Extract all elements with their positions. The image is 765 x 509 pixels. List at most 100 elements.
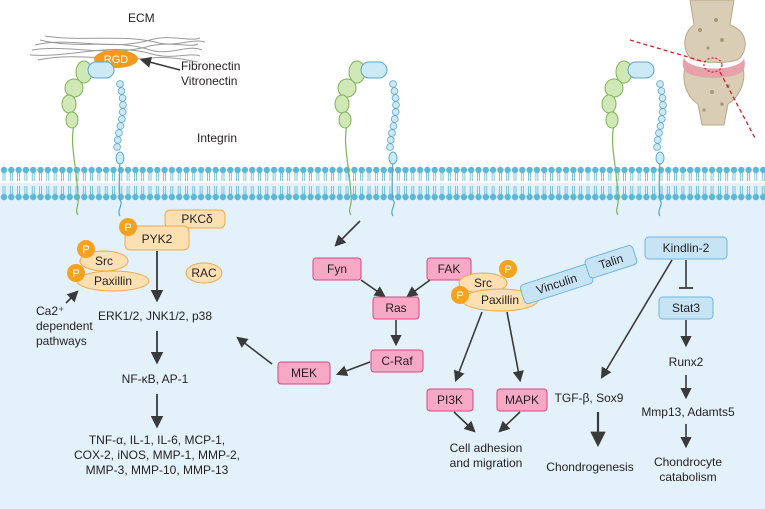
phospholipid (365, 166, 373, 181)
phospholipid (139, 186, 146, 201)
phospho-paxillin-middle (451, 286, 469, 304)
phospholipid (161, 166, 168, 181)
phospholipid (504, 166, 511, 181)
phospholipid (694, 166, 701, 181)
adhesion-label-1: Cell adhesion (450, 441, 523, 455)
phospholipid (519, 186, 526, 201)
phospholipid (227, 166, 234, 181)
fyn-label: Fyn (327, 262, 347, 276)
phospholipid (307, 186, 314, 201)
phospholipid (402, 186, 409, 201)
pi3k-label: PI3K (437, 393, 463, 407)
ca-label-2: dependent (36, 319, 93, 333)
phospholipid (139, 166, 146, 181)
phospholipid (504, 186, 511, 201)
phospholipid (679, 166, 687, 181)
phospholipid (197, 166, 205, 181)
phospholipid (489, 166, 497, 181)
cell-membrane (0, 166, 765, 201)
phospholipid (285, 166, 292, 181)
phospholipid (468, 166, 475, 181)
erk-label: ERK1/2, JNK1/2, p38 (98, 309, 212, 323)
phospholipid (533, 166, 541, 181)
tgf-label: TGF-β, Sox9 (555, 391, 624, 405)
phospholipid (88, 186, 95, 201)
catabolism-label-1: Chondrocyte (654, 455, 722, 469)
mmp13-label: Mmp13, Adamts5 (641, 405, 735, 419)
phospholipid (475, 166, 482, 181)
phospholipid (541, 186, 548, 201)
phospholipid (358, 186, 365, 201)
phospholipid (577, 166, 584, 181)
phospholipid (307, 166, 314, 181)
phospholipid (380, 186, 387, 201)
phospholipid (0, 166, 8, 181)
runx2-label: Runx2 (669, 355, 704, 369)
integrin-receptor-right (601, 60, 667, 217)
phospholipid (402, 166, 409, 181)
phospholipid (234, 166, 241, 181)
output-line-2: COX-2, iNOS, MMP-1, MMP-2, (74, 448, 240, 462)
phospholipid (511, 166, 519, 181)
phospholipid (665, 166, 672, 181)
phospholipid (81, 166, 88, 181)
phospholipid (431, 166, 438, 181)
ecm-label: ECM (128, 11, 155, 25)
phospholipid (665, 186, 672, 201)
phospholipid (577, 186, 584, 201)
phospholipid (300, 166, 307, 181)
catabolism-label-2: catabolism (659, 470, 716, 484)
phospholipid (373, 166, 380, 181)
phospholipid (701, 166, 708, 181)
phospholipid (643, 186, 650, 201)
phospholipid (351, 186, 358, 201)
phospholipid (37, 166, 44, 181)
phospholipid (322, 166, 329, 181)
phospholipid (124, 186, 132, 201)
phospholipid (730, 166, 738, 181)
phospholipid (132, 186, 139, 201)
phospholipid (249, 186, 256, 201)
rac-node (185, 262, 223, 284)
ras-label: Ras (385, 301, 406, 315)
knee-joint-icon (629, 0, 757, 141)
phospholipid (723, 166, 730, 181)
stat3-box (658, 296, 714, 320)
phospholipid (482, 166, 489, 181)
phospholipid (176, 186, 183, 201)
pyk2-box (124, 225, 190, 251)
phospholipid (380, 166, 387, 181)
phospholipid (270, 166, 278, 181)
phospholipid (314, 186, 322, 201)
phospholipid (635, 186, 643, 201)
phospholipid (285, 186, 292, 201)
src-left-label: Src (95, 254, 113, 268)
phospholipid (694, 186, 701, 201)
phospholipid (219, 166, 227, 181)
fak-box (426, 257, 472, 281)
phospholipid (570, 186, 577, 201)
phospholipid (511, 186, 519, 201)
middle-pathway: Fyn FAK Ras C-Raf MEK Src Paxillin P P P… (236, 220, 548, 470)
phospholipid (716, 166, 723, 181)
phospholipid (431, 186, 438, 201)
phospholipid (438, 166, 446, 181)
phospho-paxillin-left (67, 264, 85, 282)
phospho-label: P (456, 290, 463, 302)
phospholipid (168, 166, 176, 181)
phospholipid (438, 186, 446, 201)
output-line-3: MMP-3, MMP-10, MMP-13 (86, 463, 229, 477)
phospholipid (190, 166, 197, 181)
left-pathway: PKCδ PYK2 P Src Paxillin P P RAC Ca2⁺ de… (36, 209, 240, 477)
integrin-receptor-middle (334, 60, 400, 217)
phospholipid (460, 166, 468, 181)
phospholipid (592, 166, 599, 181)
phospholipid (88, 166, 95, 181)
phospholipid (51, 166, 59, 181)
phospholipid (745, 166, 752, 181)
phospholipid (555, 166, 562, 181)
fibronectin-label: Fibronectin (181, 59, 240, 73)
phospho-label: P (72, 268, 79, 280)
phospholipid (15, 166, 22, 181)
phospholipid (584, 166, 592, 181)
